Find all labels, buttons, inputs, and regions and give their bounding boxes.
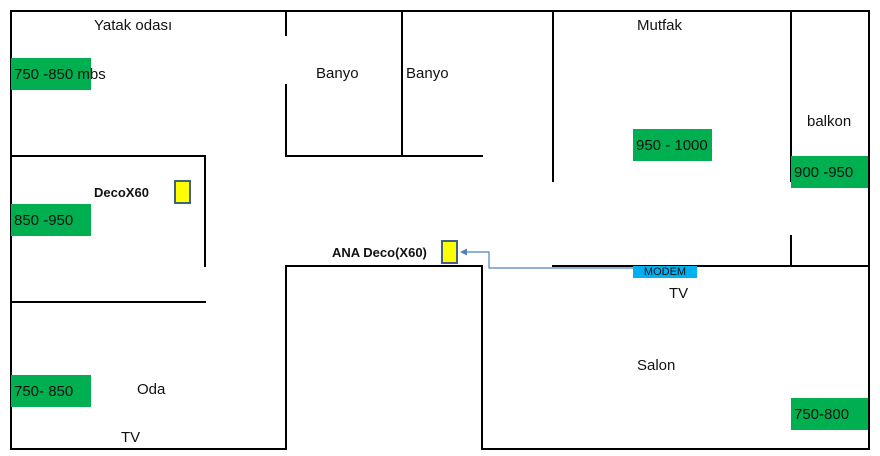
central-top-wall — [285, 265, 483, 267]
speed-badge-deco-room: 850 -950 — [11, 204, 91, 236]
room-right-wall — [285, 265, 287, 450]
room-label-living: Salon — [637, 357, 676, 374]
outer-wall-right — [868, 10, 870, 450]
living-top-wall-right — [552, 265, 870, 267]
balcony-left-wall-upper — [790, 10, 792, 182]
bath-wall-left-upper — [285, 10, 287, 36]
tv-label-room: TV — [121, 429, 141, 446]
modem-label: MODEM — [633, 266, 697, 278]
tv-label-living: TV — [669, 285, 689, 302]
balcony-left-wall-lower — [790, 235, 792, 267]
room-label-kitchen: Mutfak — [637, 17, 683, 34]
living-left-wall — [481, 265, 483, 450]
room-label-bedroom: Yatak odası — [94, 17, 173, 34]
deco-room-bottom-wall — [10, 301, 206, 303]
bath-divider-wall — [401, 10, 403, 157]
outer-wall-bottom-left — [10, 448, 287, 450]
room-label-bath-1: Banyo — [316, 65, 359, 82]
room-label-balcony: balkon — [807, 113, 852, 130]
speed-badge-room: 750- 850 — [11, 375, 91, 407]
satellite-node-icon — [174, 180, 191, 204]
speed-badge-living: 750-800 — [791, 398, 868, 430]
speed-badge-bedroom: 750 -850 mbs — [11, 58, 106, 90]
speed-badge-balcony: 900 -950 — [791, 156, 868, 188]
room-label-bath-2: Banyo — [406, 65, 449, 82]
kitchen-left-wall — [552, 10, 554, 182]
main-node-icon — [441, 240, 458, 264]
speed-badge-kitchen: 950 - 1000 — [633, 129, 712, 161]
bath-wall-left-lower — [285, 84, 287, 157]
bath-bottom-wall — [285, 155, 483, 157]
outer-wall-bottom-right — [481, 448, 870, 450]
main-node-label: ANA Deco(X60) — [332, 245, 427, 260]
deco-room-right-wall — [204, 155, 206, 267]
outer-wall-top — [10, 10, 870, 12]
room-label-room: Oda — [137, 381, 166, 398]
satellite-node-label: DecoX60 — [94, 185, 149, 200]
bedroom-bottom-wall — [10, 155, 206, 157]
